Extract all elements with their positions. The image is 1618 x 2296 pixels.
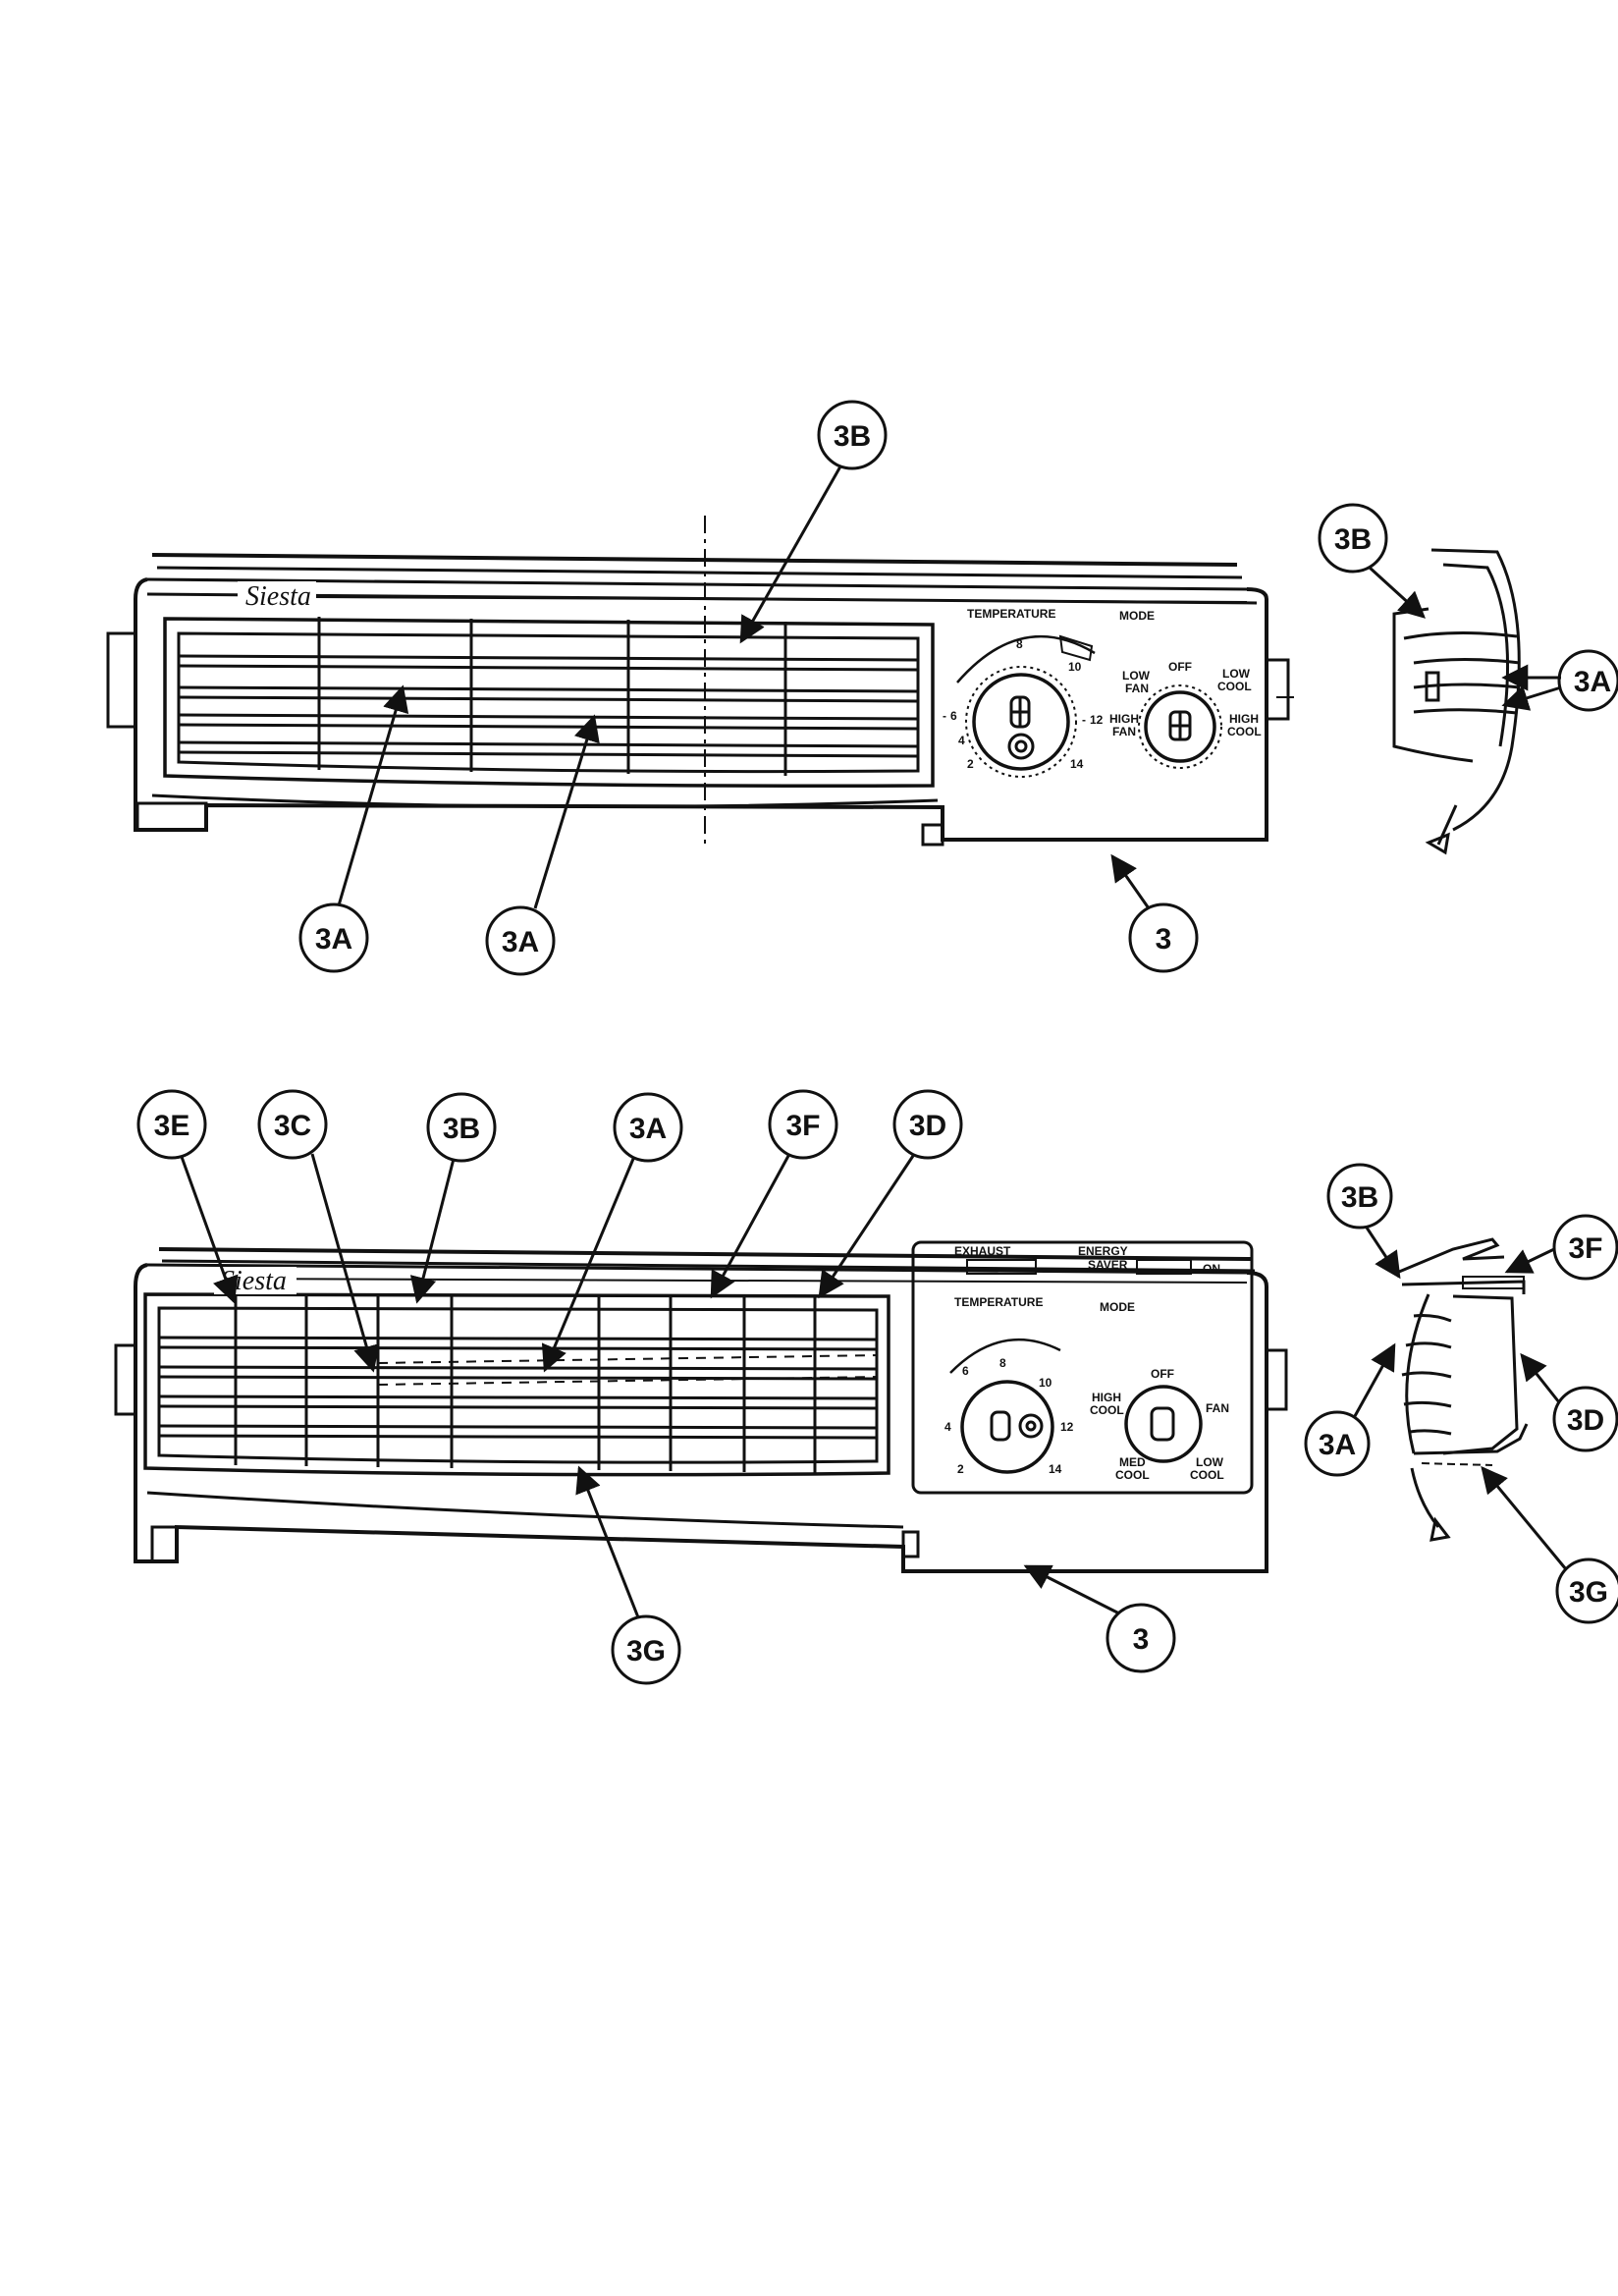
callout-3d-lower [892,1089,963,1160]
callout-3a-upper-mid-label: 3A [502,926,539,958]
callout-3c [257,1089,328,1160]
callout-3-upper-label: 3 [1156,923,1172,956]
callout-3b-lower-label: 3B [443,1113,480,1145]
callout-3b-upper [817,400,888,470]
lower-mode-label: MODE [1100,1300,1135,1314]
callout-3a-side-upper-label: 3A [1574,666,1611,698]
upper-mode-high-fan-1: HIGH [1109,712,1139,726]
upper-mode-high-fan-2: FAN [1112,725,1136,738]
callout-3b-lower [426,1092,497,1163]
lower-callout-labels: 3E 3C 3B 3A 3F 3D 3G 3 3B 3F 3A 3D 3G [154,1110,1608,1667]
lower-mode-off: OFF [1151,1367,1174,1381]
lower-mode-fan: FAN [1206,1401,1229,1415]
lower-mode-med-cool-1: MED [1119,1455,1146,1469]
lower-dial-12: 12 [1060,1420,1074,1434]
callout-3b-side-upper-label: 3B [1334,523,1372,556]
upper-dial-6: 6 [950,709,957,723]
lower-mode-low-cool-2: COOL [1190,1468,1224,1482]
callout-3f-side-lower-label: 3F [1568,1232,1602,1265]
upper-dial-10: 10 [1068,660,1082,674]
callout-3b-upper-label: 3B [834,420,871,453]
lower-dial-14: 14 [1049,1462,1062,1476]
upper-mode-low-cool-2: COOL [1217,680,1252,693]
callout-3a-side-lower-label: 3A [1319,1429,1356,1461]
upper-dial-mark-a: - [943,709,946,723]
callout-3g-lower [611,1614,681,1685]
callout-3c-label: 3C [274,1110,311,1142]
lower-energy-saver-label-1: ENERGY [1078,1244,1128,1258]
callout-3-lower-label: 3 [1133,1623,1150,1656]
callout-3-lower [1106,1603,1176,1673]
callout-3e [136,1089,207,1160]
upper-mode-low-fan-1: LOW [1122,669,1151,683]
upper-dial-12: 12 [1090,713,1104,727]
callout-3f-lower [768,1089,838,1160]
callout-3b-side-lower-label: 3B [1341,1181,1378,1214]
upper-brand-logo: Siesta [245,581,311,612]
callout-3f-side-lower [1552,1214,1618,1281]
callout-3a-upper-left [298,902,369,973]
lower-on-label: ON [1203,1262,1220,1276]
callout-3g-side-lower [1555,1558,1618,1624]
lower-callouts [136,1089,1618,1685]
callout-3a-lower [613,1092,683,1163]
upper-mode-high-cool-1: HIGH [1229,712,1259,726]
upper-callout-labels: 3B 3A 3A 3 3B 3A [315,420,1611,958]
upper-mode-low-cool-1: LOW [1222,667,1251,681]
lower-side-profile [1398,1237,1529,1542]
callout-3d-side-lower-label: 3D [1567,1404,1604,1437]
callout-3a-lower-label: 3A [629,1113,667,1145]
callout-3b-side-lower [1326,1163,1393,1230]
lower-dial-6: 6 [962,1364,969,1378]
callout-3d-lower-label: 3D [909,1110,946,1142]
lower-exhaust-label: EXHAUST [954,1244,1011,1258]
upper-mode-label: MODE [1119,609,1155,623]
callout-3a-side-lower [1304,1410,1371,1477]
lower-dial-2: 2 [957,1462,964,1476]
lower-temperature-label: TEMPERATURE [954,1295,1043,1309]
lower-dial-4: 4 [944,1420,951,1434]
callout-3a-upper-mid [485,905,556,976]
lower-mode-high-cool-1: HIGH [1092,1391,1121,1404]
upper-callouts [298,400,1618,976]
lower-dial-8: 8 [999,1356,1006,1370]
lower-dial-10: 10 [1039,1376,1052,1390]
upper-front-panel [106,516,1290,849]
upper-dial-2: 2 [967,757,974,771]
upper-panel-labels: Siesta TEMPERATURE MODE 2 4 6 8 10 12 14… [238,581,1262,771]
callout-3g-lower-label: 3G [626,1635,666,1667]
callout-3f-lower-label: 3F [785,1110,820,1142]
callout-3a-upper-left-label: 3A [315,923,352,956]
upper-dial-8: 8 [1016,637,1023,651]
upper-mode-off: OFF [1168,660,1192,674]
callout-3a-side-upper [1557,649,1618,712]
callout-3g-side-lower-label: 3G [1569,1576,1608,1609]
upper-dial-4: 4 [958,734,965,747]
lower-energy-saver-label-2: SAVER [1088,1258,1128,1272]
upper-mode-high-cool-2: COOL [1227,725,1262,738]
upper-mode-low-fan-2: FAN [1125,682,1149,695]
lower-mode-high-cool-2: COOL [1090,1403,1124,1417]
upper-dial-mark-b: - [1082,713,1086,727]
upper-dial-14: 14 [1070,757,1084,771]
upper-temperature-label: TEMPERATURE [967,607,1055,621]
lower-panel-labels: Siesta EXHAUST ENERGY SAVER ON TEMPERATU… [214,1244,1248,1482]
callout-3e-label: 3E [154,1110,190,1142]
callout-3-upper [1128,902,1199,973]
callout-3b-side-upper [1318,503,1388,574]
callout-3d-side-lower [1552,1386,1618,1452]
lower-mode-med-cool-2: COOL [1115,1468,1150,1482]
lower-mode-low-cool-1: LOW [1196,1455,1224,1469]
